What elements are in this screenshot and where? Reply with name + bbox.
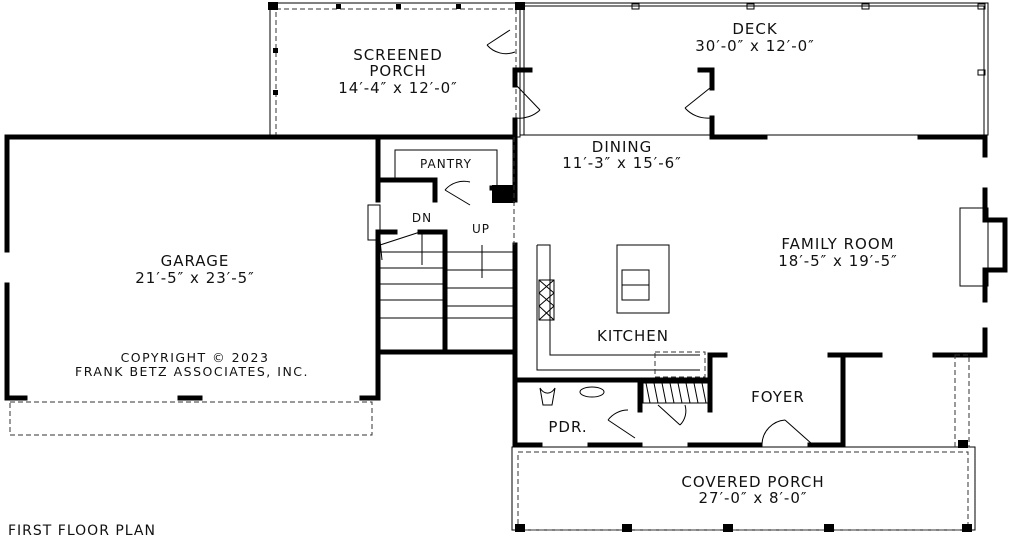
kitchen-name: KITCHEN	[597, 327, 669, 345]
copyright-line-1: COPYRIGHT © 2023	[121, 350, 270, 365]
dining-name: DINING	[592, 138, 652, 156]
screened-porch-name: SCREENED	[353, 46, 443, 64]
deck-name: DECK	[732, 20, 778, 38]
foyer-name: FOYER	[751, 388, 805, 406]
garage-name: GARAGE	[161, 252, 230, 270]
covered-porch-outline	[511, 354, 976, 532]
dining-size: 11′-3″ x 15′-6″	[562, 154, 682, 172]
screened-porch-name-2: PORCH	[369, 62, 426, 80]
copyright-line-2: FRANK BETZ ASSOCIATES, INC.	[75, 364, 309, 379]
stairs-up-label: UP	[472, 222, 490, 236]
screened-porch-size: 14′-4″ x 12′-0″	[338, 79, 458, 97]
covered-porch-size: 27′-0″ x 8′-0″	[699, 489, 808, 507]
family-room-name: FAMILY ROOM	[781, 235, 894, 253]
pantry-name: PANTRY	[420, 157, 472, 171]
plan-title: FIRST FLOOR PLAN	[8, 523, 156, 539]
garage-size: 21′-5″ x 23′-5″	[135, 269, 255, 287]
covered-porch-name: COVERED PORCH	[681, 473, 824, 491]
family-room-size: 18′-5″ x 19′-5″	[778, 252, 898, 270]
stairs-down-label: DN	[412, 211, 432, 225]
deck-size: 30′-0″ x 12′-0″	[695, 37, 815, 55]
interior-details	[9, 84, 989, 445]
pdr-name: PDR.	[548, 418, 587, 436]
